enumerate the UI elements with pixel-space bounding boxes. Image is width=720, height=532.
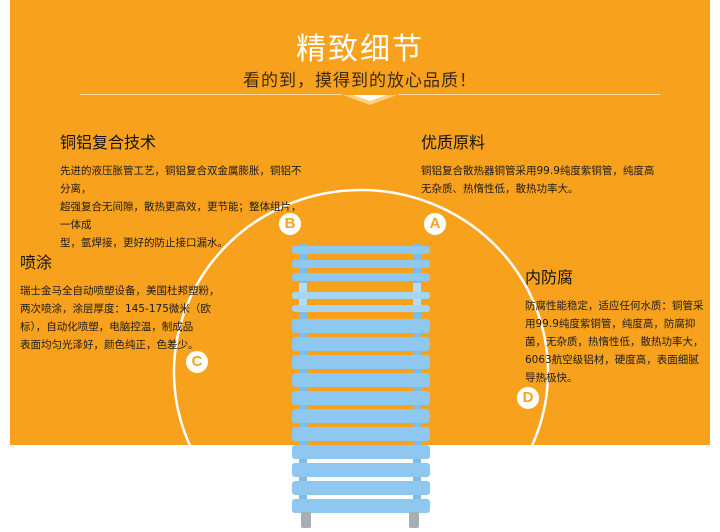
feature-line: 超强复合无间隙，散热更高效，更节能；整体组片，一体成 <box>60 201 302 231</box>
feature-line: 导热极快。 <box>525 372 578 384</box>
feature-description: 先进的液压胀管工艺，铜铝复合双金属膨胀，铜铝不分离， 超强复合无间隙，散热更高效… <box>60 162 306 252</box>
feature-title: 优质原料 <box>421 133 486 152</box>
feature-description: 铜铝复合散热器铜管采用99.9纯度紫铜管，纯度高 无杂质、热惰性低，散热功率大。 <box>421 162 681 198</box>
feature-title: 铜铝复合技术 <box>60 133 157 152</box>
section-title: 精致细节 <box>296 32 424 67</box>
feature-line: 两次喷涂，涂层厚度：145-175微米（欧 <box>20 303 211 315</box>
feature-line: 表面均匀光泽好，颜色纯正，色差少。 <box>20 339 199 351</box>
feature-description: 防腐性能稳定，适应任何水质：铜管采 用99.9纯度紫铜管，纯度高，防腐抑 菌，无… <box>525 297 705 387</box>
feature-title: 喷涂 <box>20 253 53 272</box>
feature-line: 6063航空级铝材，硬度高，表面细腻 <box>525 354 699 366</box>
feature-line: 先进的液压胀管工艺，铜铝复合双金属膨胀，铜铝不分离， <box>60 165 302 195</box>
badge-b: B <box>277 211 303 237</box>
feature-line: 用99.9纯度紫铜管，纯度高，防腐抑 <box>525 318 696 330</box>
feature-anti-corrosion: 内防腐 防腐性能稳定，适应任何水质：铜管采 用99.9纯度紫铜管，纯度高，防腐抑… <box>525 264 705 387</box>
section-subtitle: 看的到，摸得到的放心品质！ <box>243 71 477 91</box>
feature-line: 型，氩焊接，更好的防止接口漏水。 <box>60 237 228 249</box>
header-divider-right <box>398 94 660 95</box>
feature-line: 菌，无杂质，热惰性低，散热功率大， <box>525 336 704 348</box>
orange-background-panel <box>10 0 710 445</box>
feature-quality-material: 优质原料 铜铝复合散热器铜管采用99.9纯度紫铜管，纯度高 无杂质、热惰性低，散… <box>421 129 681 198</box>
feature-line: 铜铝复合散热器铜管采用99.9纯度紫铜管，纯度高 <box>421 165 655 177</box>
feature-line: 瑞士金马全自动喷塑设备，美国杜邦塑粉， <box>20 285 220 297</box>
feature-line: 标），自动化喷塑，电脑控温，制成品 <box>20 321 194 333</box>
feature-description: 瑞士金马全自动喷塑设备，美国杜邦塑粉， 两次喷涂，涂层厚度：145-175微米（… <box>20 282 220 354</box>
badge-d: D <box>515 385 541 411</box>
radiator-product-image <box>292 243 430 528</box>
chevron-down-icon <box>343 95 397 105</box>
feature-line: 无杂质、热惰性低，散热功率大。 <box>421 183 579 195</box>
header-band: 精致细节 看的到，摸得到的放心品质！ <box>10 0 710 105</box>
feature-title: 内防腐 <box>525 268 574 287</box>
header-divider-left <box>80 94 342 95</box>
feature-spray-coating: 喷涂 瑞士金马全自动喷塑设备，美国杜邦塑粉， 两次喷涂，涂层厚度：145-175… <box>20 249 220 354</box>
feature-line: 防腐性能稳定，适应任何水质：铜管采 <box>525 300 704 312</box>
badge-c: C <box>184 349 210 375</box>
feature-copper-aluminum: 铜铝复合技术 先进的液压胀管工艺，铜铝复合双金属膨胀，铜铝不分离， 超强复合无间… <box>60 129 306 252</box>
badge-a: A <box>422 211 448 237</box>
